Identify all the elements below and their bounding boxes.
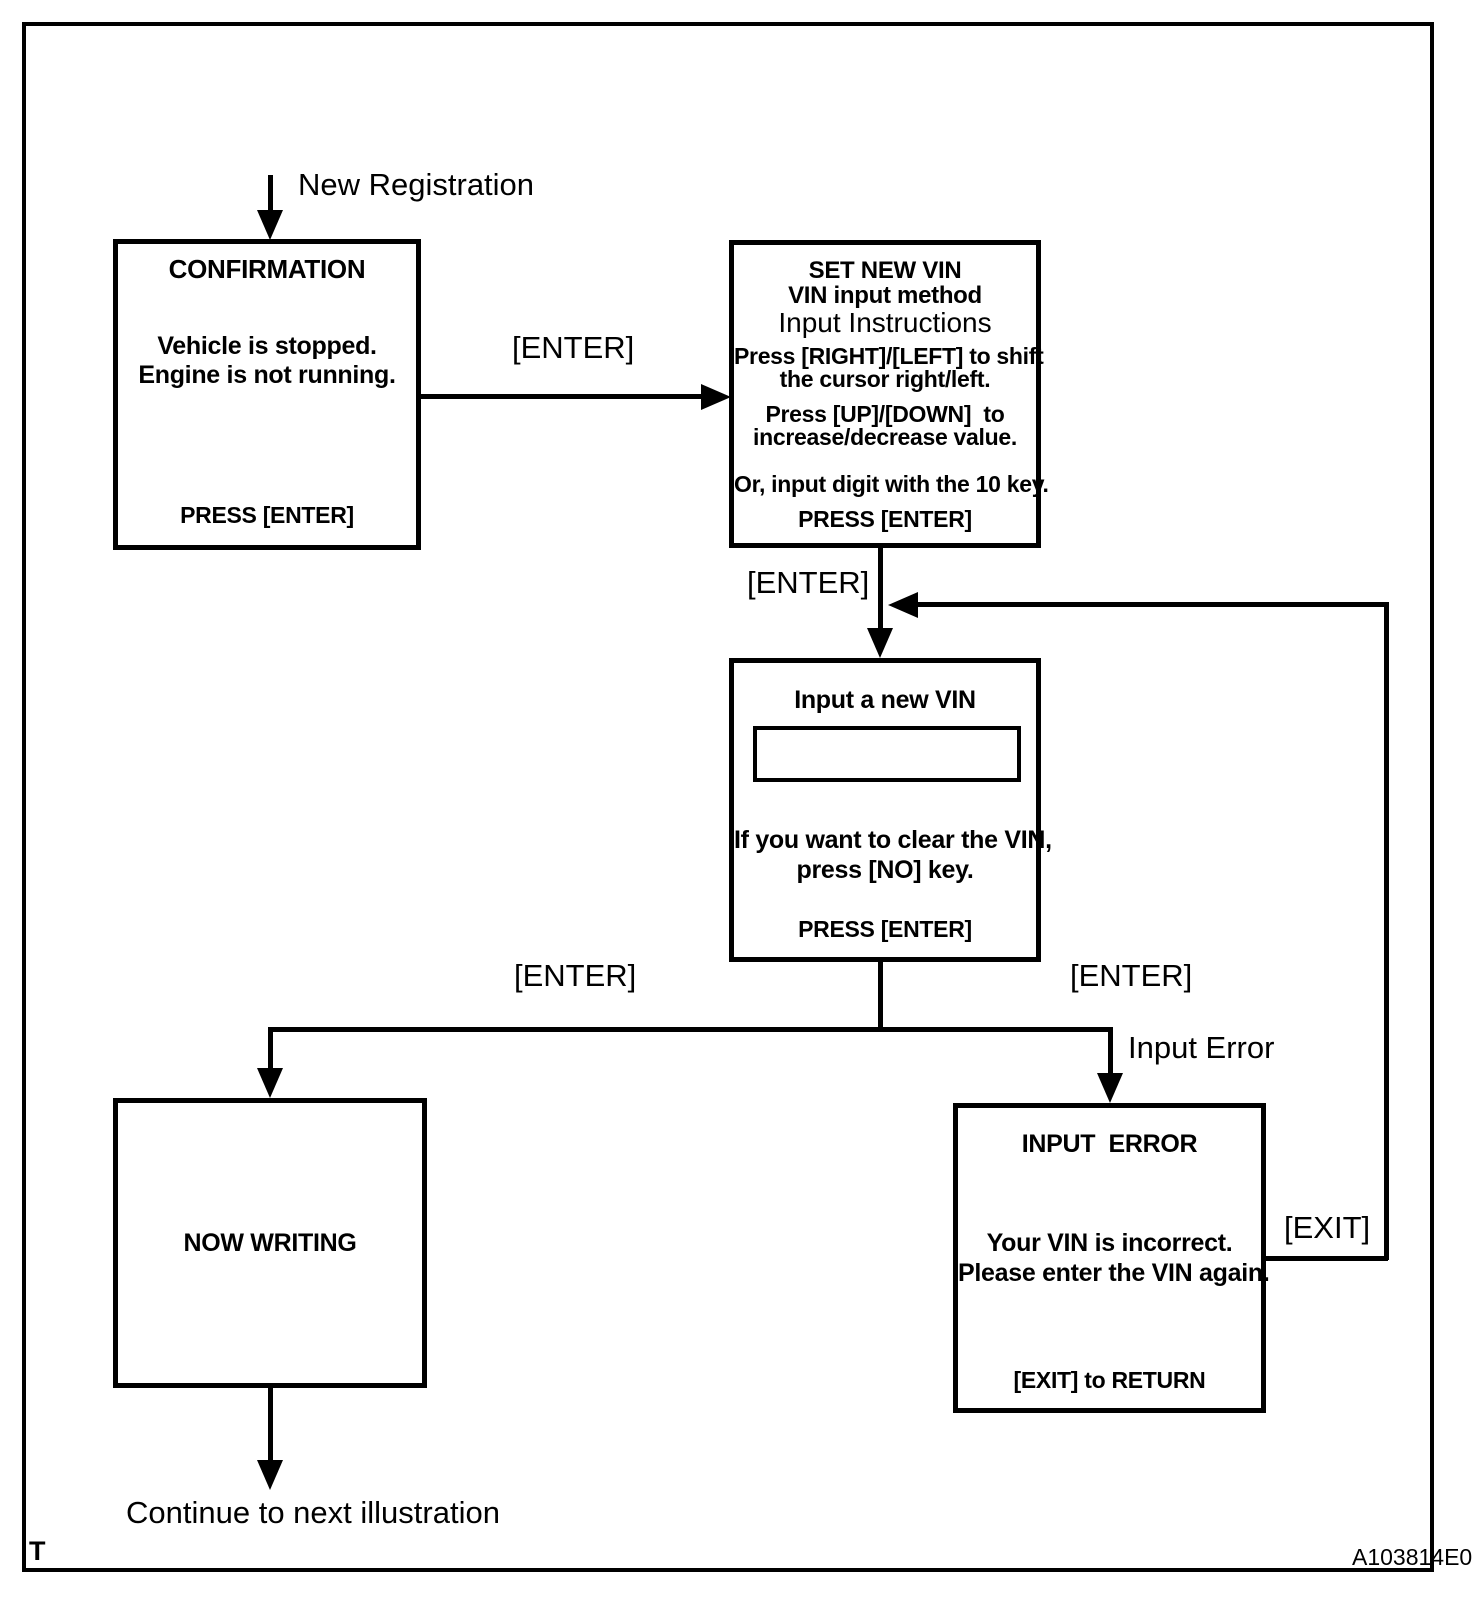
confirmation-title: CONFIRMATION xyxy=(168,254,366,284)
input-error-box: INPUT ERROR Your VIN is incorrect. Pleas… xyxy=(953,1103,1270,1413)
entry-arrowhead-icon xyxy=(257,210,283,240)
set-new-vin-line2: VIN input method xyxy=(788,282,982,309)
vin-down-arrow-line xyxy=(878,548,883,628)
exit-label: [EXIT] xyxy=(1284,1210,1371,1245)
input-new-vin-line2: press [NO] key. xyxy=(796,856,974,884)
confirmation-line1: Vehicle is stopped. xyxy=(157,332,377,360)
set-new-vin-line3: Input Instructions xyxy=(778,307,992,338)
set-new-vin-line7: increase/decrease value. xyxy=(753,424,1017,450)
corner-mark: T xyxy=(29,1536,46,1566)
set-new-vin-line1: SET NEW VIN xyxy=(808,257,962,284)
figure-code: A103814E03 xyxy=(1352,1544,1472,1570)
set-new-vin-line5: the cursor right/left. xyxy=(779,366,991,392)
input-new-vin-box: Input a new VIN If you want to clear the… xyxy=(729,658,1052,962)
branch-left-line xyxy=(268,1027,273,1070)
enter-branch-left-label: [ENTER] xyxy=(514,958,637,993)
feedback-right-line xyxy=(1384,602,1389,1260)
enter-mid-label: [ENTER] xyxy=(747,565,870,600)
enter-arrow-line xyxy=(421,394,703,399)
new-registration-label: New Registration xyxy=(298,167,535,202)
set-new-vin-line6: Press [UP]/[DOWN] to xyxy=(765,401,1005,427)
entry-arrow-line xyxy=(268,175,273,212)
input-error-label: Input Error xyxy=(1128,1030,1275,1065)
continue-label: Continue to next illustration xyxy=(126,1495,500,1530)
feedback-arrowhead-icon xyxy=(888,592,918,618)
enter-arrowhead-icon xyxy=(701,384,731,410)
branch-stem-line xyxy=(878,962,883,1030)
vin-down-arrowhead-icon xyxy=(867,628,893,658)
feedback-top-line xyxy=(918,602,1388,607)
set-new-vin-line4: Press [RIGHT]/[LEFT] to shift xyxy=(734,343,1044,369)
set-new-vin-footer: PRESS [ENTER] xyxy=(798,506,972,532)
now-writing-title: NOW WRITING xyxy=(183,1228,357,1257)
confirmation-box: CONFIRMATION Vehicle is stopped. Engine … xyxy=(113,239,421,550)
continue-arrow-line xyxy=(268,1388,273,1461)
input-error-line1: Your VIN is incorrect. xyxy=(986,1229,1233,1257)
confirmation-line2: Engine is not running. xyxy=(138,361,396,389)
input-error-line2: Please enter the VIN again. xyxy=(958,1259,1270,1287)
enter-branch-right-label: [ENTER] xyxy=(1070,958,1193,993)
enter-top-label: [ENTER] xyxy=(512,330,635,365)
input-new-vin-line1: If you want to clear the VIN, xyxy=(734,826,1052,854)
input-new-vin-title: Input a new VIN xyxy=(794,686,976,714)
outer-border xyxy=(22,22,1434,1572)
set-new-vin-line8: Or, input digit with the 10 key. xyxy=(734,471,1049,497)
now-writing-box: NOW WRITING xyxy=(113,1098,427,1388)
branch-right-line xyxy=(1108,1027,1113,1075)
input-error-title: INPUT ERROR xyxy=(1021,1130,1198,1158)
continue-arrowhead-icon xyxy=(257,1460,283,1490)
vin-input-field xyxy=(753,726,1021,782)
confirmation-footer: PRESS [ENTER] xyxy=(180,502,354,528)
branch-horizontal-line xyxy=(268,1027,1113,1032)
input-error-footer: [EXIT] to RETURN xyxy=(1013,1367,1206,1393)
feedback-connector-line xyxy=(1266,1256,1388,1261)
branch-right-arrowhead-icon xyxy=(1097,1073,1123,1103)
branch-left-arrowhead-icon xyxy=(257,1068,283,1098)
input-new-vin-footer: PRESS [ENTER] xyxy=(798,916,972,942)
set-new-vin-box: SET NEW VIN VIN input method Input Instr… xyxy=(729,240,1049,548)
